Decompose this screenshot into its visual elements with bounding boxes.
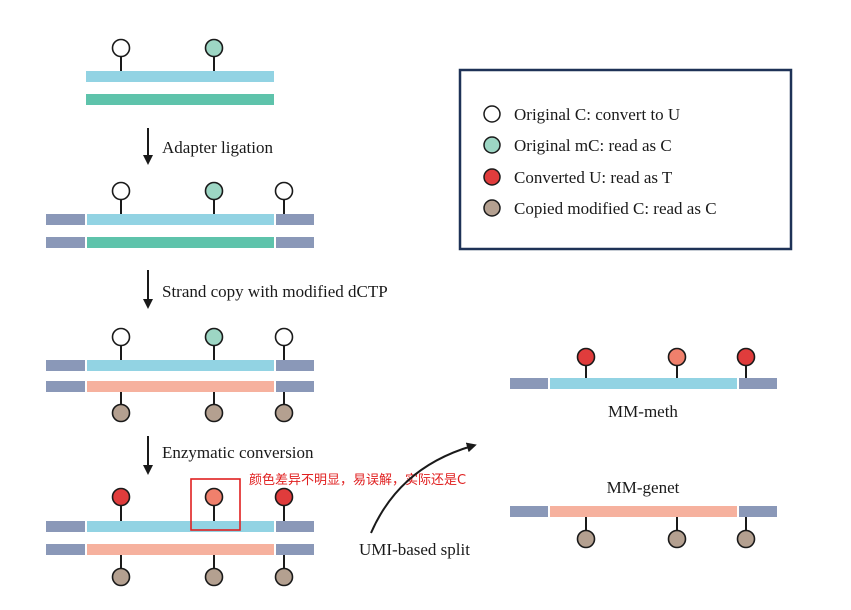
annotation-highlight-box	[190, 478, 241, 531]
adapter-left-top	[46, 214, 85, 225]
bottom-strand	[87, 237, 274, 248]
stage-original-duplex	[86, 38, 274, 105]
lollipop-copied-c	[111, 392, 131, 423]
legend-label: Copied modified C: read as C	[514, 199, 717, 218]
lollipop-original-c	[111, 327, 131, 360]
adapter-right	[739, 506, 777, 517]
legend-item: Original C: convert to U	[483, 105, 680, 124]
copied-strand	[87, 544, 274, 555]
top-strand	[87, 360, 274, 371]
lollipop-original-c	[111, 38, 131, 72]
output-mm-meth: MM-meth	[510, 347, 777, 421]
lollipop-adapter-c	[274, 181, 294, 214]
adapter-left	[510, 506, 548, 517]
step-label-enzymatic-conversion: Enzymatic conversion	[162, 443, 314, 462]
lollipop-copied-c	[736, 517, 756, 549]
adapter-right-top	[276, 521, 314, 532]
adapter-right	[739, 378, 777, 389]
top-strand	[86, 71, 274, 82]
lollipop-original-mc	[204, 327, 224, 360]
copied-strand	[87, 381, 274, 392]
adapter-left-bottom	[46, 237, 85, 248]
adapter-right-top	[276, 360, 314, 371]
red-circle-icon	[483, 168, 501, 186]
lollipop-original-c	[111, 181, 131, 214]
adapter-right-bottom	[276, 544, 314, 555]
step-arrow-enzymatic-conversion: Enzymatic conversion	[143, 436, 314, 475]
meth-strand	[550, 378, 737, 389]
adapter-left-top	[46, 360, 85, 371]
legend-box	[458, 68, 793, 251]
step-label-adapter-ligation: Adapter ligation	[162, 138, 273, 157]
legend-item: Original mC: read as C	[483, 136, 672, 155]
adapter-right-top	[276, 214, 314, 225]
lollipop-adapter-c	[274, 327, 294, 360]
top-strand	[87, 214, 274, 225]
legend-label: Original mC: read as C	[514, 136, 672, 155]
adapter-left-bottom	[46, 381, 85, 392]
adapter-left-top	[46, 521, 85, 532]
curved-arrow-icon	[370, 442, 477, 534]
stage-adapter-ligated	[46, 181, 314, 248]
genet-strand	[550, 506, 737, 517]
lollipop-converted-u	[576, 347, 596, 378]
adapter-left-bottom	[46, 544, 85, 555]
legend-label: Original C: convert to U	[514, 105, 680, 124]
step-arrow-adapter-ligation: Adapter ligation	[143, 128, 273, 165]
lollipop-copied-c	[204, 392, 224, 423]
lollipop-original-mc	[204, 181, 224, 214]
step-arrow-strand-copy: Strand copy with modified dCTP	[143, 270, 388, 309]
lollipop-copied-c	[111, 555, 131, 587]
legend-label: Converted U: read as T	[514, 168, 673, 187]
adapter-right-bottom	[276, 381, 314, 392]
stage-enzymatic-conversion	[46, 487, 314, 587]
annotation-text: 颜色差异不明显，易误解，实际还是C	[249, 472, 466, 488]
lollipop-copied-c	[274, 555, 294, 587]
lollipop-copied-c	[274, 392, 294, 423]
output-mm-genet: MM-genet	[510, 478, 777, 549]
open-circle-icon	[483, 105, 501, 123]
step-label-strand-copy: Strand copy with modified dCTP	[162, 282, 388, 301]
lollipop-converted-u	[274, 487, 294, 521]
mm-genet-label: MM-genet	[607, 478, 680, 497]
stage-strand-copy	[46, 327, 314, 423]
lollipop-mc-light-red	[667, 347, 687, 378]
brown-circle-icon	[483, 199, 501, 217]
bottom-strand	[86, 94, 274, 105]
split-label: UMI-based split	[359, 540, 470, 559]
split-arrow: UMI-based split	[359, 442, 477, 559]
top-strand	[87, 521, 274, 532]
adapter-right-bottom	[276, 237, 314, 248]
legend-item: Converted U: read as T	[483, 168, 673, 187]
lollipop-copied-c	[667, 517, 687, 549]
lollipop-converted-u	[736, 347, 756, 378]
lollipop-converted-u	[111, 487, 131, 521]
adapter-left	[510, 378, 548, 389]
lollipop-copied-c	[576, 517, 596, 549]
lollipop-mc-light-red	[204, 487, 224, 521]
teal-circle-icon	[483, 136, 501, 154]
lollipop-copied-c	[204, 555, 224, 587]
lollipop-original-mc	[204, 38, 224, 72]
legend-item: Copied modified C: read as C	[483, 199, 717, 218]
legend: Original C: convert to U Original mC: re…	[458, 68, 793, 251]
mm-meth-label: MM-meth	[608, 402, 678, 421]
